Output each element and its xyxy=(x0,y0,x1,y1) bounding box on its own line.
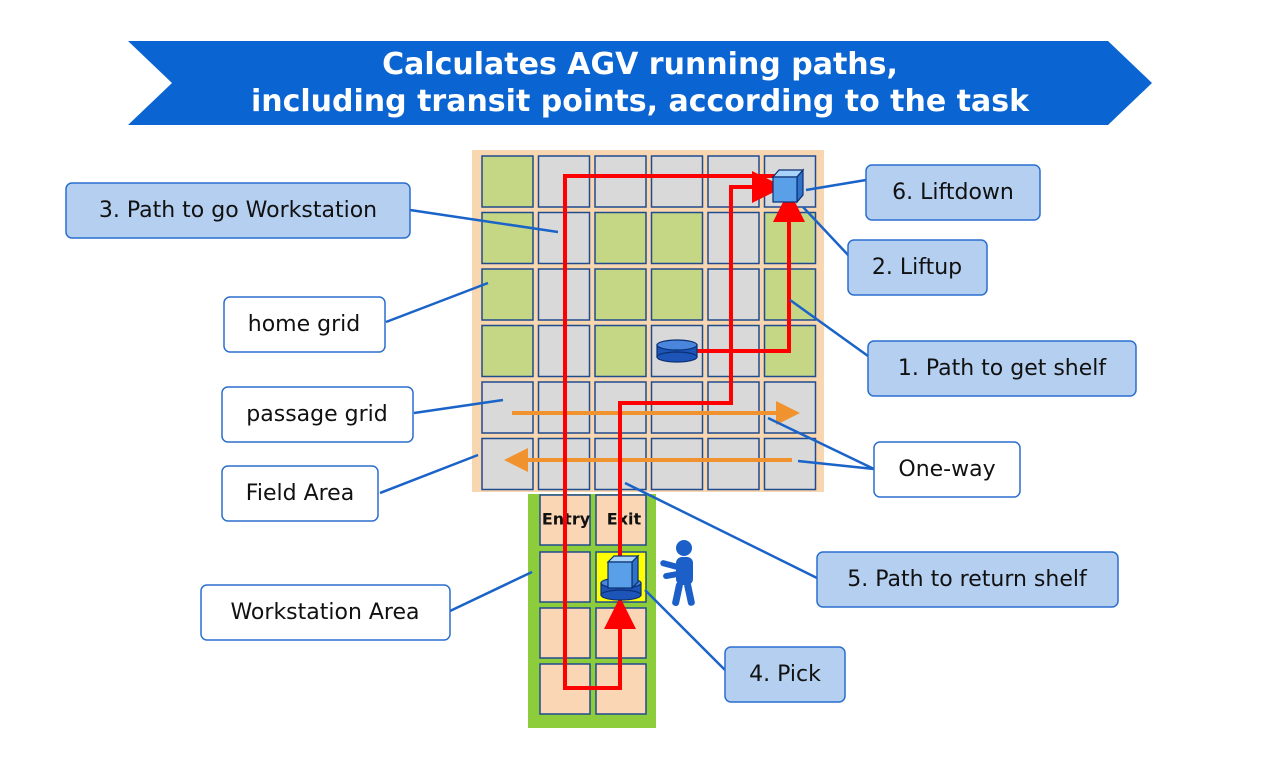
home-grid-cell xyxy=(650,211,704,265)
label-liftup: 2. Liftup xyxy=(847,239,988,296)
home-grid-cell xyxy=(594,268,647,321)
person-icon xyxy=(660,540,695,607)
banner-line-2: including transit points, according to t… xyxy=(251,84,1030,119)
callout-line-one-way-2 xyxy=(797,459,875,471)
passage-grid-cell xyxy=(707,211,760,265)
exit-label: Exit xyxy=(607,510,642,529)
callout-line-workstation-area xyxy=(449,570,533,613)
label-path-to-workstation: 3. Path to go Workstation xyxy=(65,182,411,239)
passage-grid-cell xyxy=(707,268,760,321)
path-to-get-shelf xyxy=(690,190,805,353)
callout-line-home-grid xyxy=(385,281,489,324)
home-grid-cell xyxy=(481,324,534,378)
label-passage-grid: passage grid xyxy=(221,386,414,443)
home-grid-cell xyxy=(594,324,647,378)
path-to-return-shelf xyxy=(618,171,784,558)
callout-line-path-to-workstation xyxy=(409,208,559,234)
banner-line-1: Calculates AGV running paths, xyxy=(382,47,898,82)
home-grid-cell xyxy=(481,155,534,208)
passage-grid-cell xyxy=(707,381,760,434)
callout-line-one-way-1 xyxy=(767,416,875,471)
label-path-to-get-shelf: 1. Path to get shelf xyxy=(867,340,1137,397)
callout-line-path-to-get-shelf xyxy=(789,298,869,358)
label-liftdown-text: 6. Liftdown xyxy=(892,180,1014,205)
passage-grid-cell xyxy=(763,381,817,434)
passage-grid-cell xyxy=(481,381,534,434)
label-workstation-area: Workstation Area xyxy=(200,584,451,641)
label-passage-grid-text: passage grid xyxy=(246,402,387,427)
label-home-grid: home grid xyxy=(223,296,386,353)
passage-grid-cell xyxy=(650,437,704,491)
label-one-way: One-way xyxy=(873,441,1021,498)
label-path-to-get-shelf-text: 1. Path to get shelf xyxy=(898,356,1108,381)
label-field-area: Field Area xyxy=(221,465,379,522)
banner-arrow xyxy=(128,41,1152,125)
home-grid-cell xyxy=(481,211,534,265)
label-pick-text: 4. Pick xyxy=(749,662,821,687)
passage-grid-cell xyxy=(481,437,534,491)
label-path-to-workstation-text: 3. Path to go Workstation xyxy=(99,198,377,223)
label-home-grid-text: home grid xyxy=(248,312,360,337)
passage-grid-cell xyxy=(707,437,760,491)
passage-grid-cell xyxy=(707,155,760,208)
label-liftup-text: 2. Liftup xyxy=(872,255,962,280)
home-grid-cell xyxy=(481,268,534,321)
label-field-area-text: Field Area xyxy=(246,481,354,506)
home-grid-cell xyxy=(650,268,704,321)
label-one-way-text: One-way xyxy=(898,457,995,482)
label-path-to-return-shelf-text: 5. Path to return shelf xyxy=(847,567,1088,592)
callout-line-liftdown xyxy=(805,178,867,192)
path-to-workstation xyxy=(563,174,785,690)
passage-grid-cell xyxy=(650,155,704,208)
passage-grid-cell xyxy=(763,437,817,491)
callout-line-field-area xyxy=(379,453,479,495)
label-liftdown: 6. Liftdown xyxy=(865,164,1041,221)
callout-line-pick xyxy=(644,589,726,671)
label-pick: 4. Pick xyxy=(724,646,846,703)
passage-grid-cell xyxy=(650,381,704,434)
home-grid-cell xyxy=(594,211,647,265)
label-path-to-return-shelf: 5. Path to return shelf xyxy=(816,551,1119,608)
label-workstation-area-text: Workstation Area xyxy=(230,600,419,625)
agv-icon xyxy=(656,339,698,363)
callout-line-passage-grid xyxy=(413,398,504,415)
passage-grid-cell xyxy=(594,155,647,208)
shelf-icon xyxy=(771,168,805,204)
callout-line-liftup xyxy=(802,206,850,257)
shelf-on-agv-icon xyxy=(600,554,642,601)
callout-line-path-to-return-shelf xyxy=(624,481,818,580)
